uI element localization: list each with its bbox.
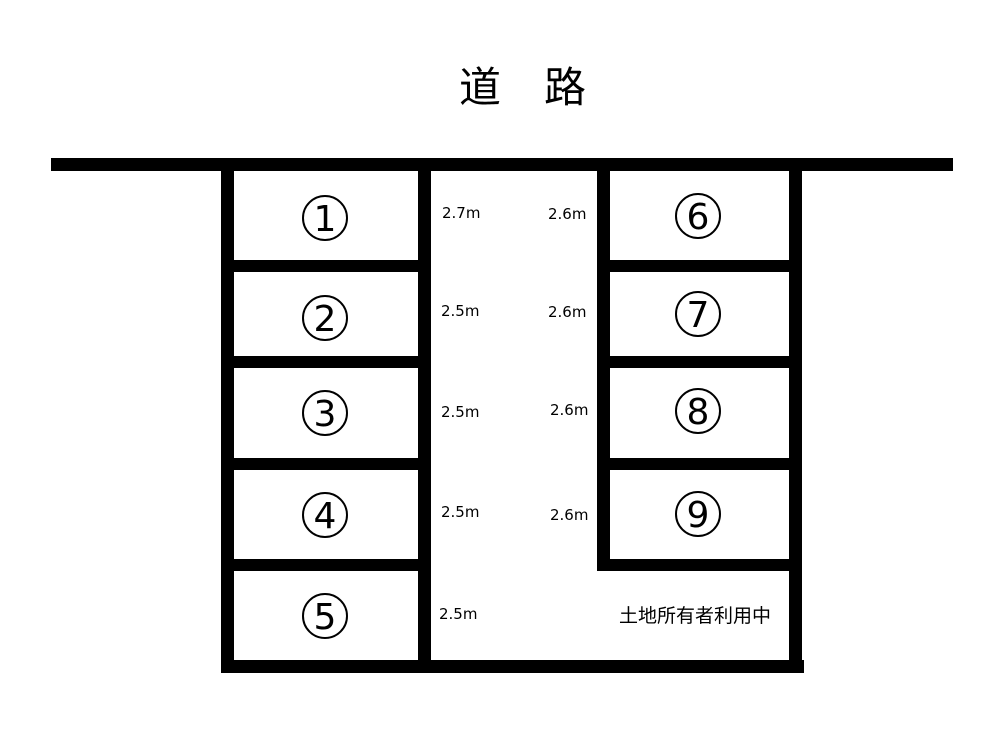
stall-3: 3 [302,390,348,436]
stall-width-label-8: 2.6m [550,401,588,419]
owner-use-note: 土地所有者利用中 [619,605,771,627]
right-divider-9-owner [597,559,802,571]
stall-number: 1 [314,199,337,240]
stall-number-circle [675,491,721,537]
stall-number: 9 [687,495,710,536]
left-divider-2-3 [221,356,431,368]
left-divider-3-4 [221,458,431,470]
left-block-inner-wall [418,158,431,673]
right-divider-7-8 [597,356,802,368]
stall-number-circle [675,291,721,337]
stall-width-label-2: 2.5m [441,302,479,320]
road-edge-line [51,158,953,171]
right-block-outer-wall [789,158,802,673]
stall-number: 7 [687,295,710,336]
stall-number: 8 [687,392,710,433]
stall-number: 6 [687,197,710,238]
stall-number-circle [302,492,348,538]
stall-4: 4 [302,492,348,538]
stall-width-label-1: 2.7m [442,204,480,222]
stall-5: 5 [302,593,348,639]
road-label-char-2: 路 [544,63,586,112]
stall-2: 2 [302,295,348,341]
stall-width-label-4: 2.5m [441,503,479,521]
stall-width-label-7: 2.6m [548,303,586,321]
stall-number-circle [675,193,721,239]
stall-width-label-5: 2.5m [439,605,477,623]
stall-number: 3 [314,394,337,435]
road-label-char-1: 道 [459,63,501,112]
stall-8: 8 [675,388,721,434]
left-divider-1-2 [221,260,431,272]
stall-width-label-9: 2.6m [550,506,588,524]
stall-6: 6 [675,193,721,239]
stall-1: 1 [302,195,348,241]
stall-number-circle [302,390,348,436]
right-divider-6-7 [597,260,802,272]
stall-number: 4 [314,496,337,537]
stall-number: 2 [314,299,337,340]
left-block-outer-wall [221,158,234,673]
stall-number-circle [675,388,721,434]
stall-number-circle [302,295,348,341]
stall-number: 5 [314,597,337,638]
stall-7: 7 [675,291,721,337]
stall-number-circle [302,195,348,241]
left-divider-4-5 [221,559,431,571]
right-divider-8-9 [597,458,802,470]
stall-width-label-3: 2.5m [441,403,479,421]
stall-9: 9 [675,491,721,537]
stall-width-label-6: 2.6m [548,205,586,223]
stall-number-circle [302,593,348,639]
bottom-boundary-line [221,660,804,673]
